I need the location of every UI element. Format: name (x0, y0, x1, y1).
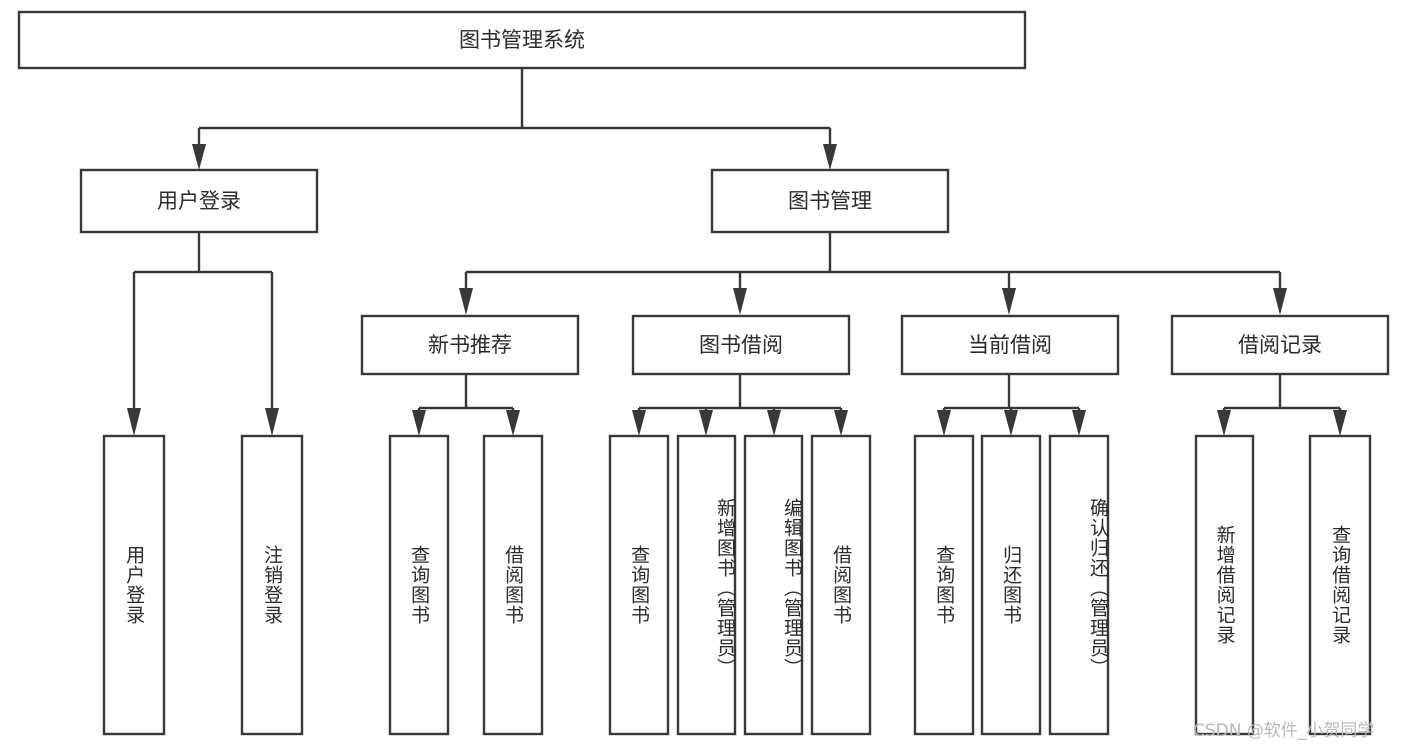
node-current-borrow[interactable]: 当前借阅 (900, 314, 1120, 376)
arrow-to-leaf-query-record (1333, 410, 1347, 436)
arrow-to-leaf-return-book (1004, 410, 1018, 436)
arrow-to-leaf-edit-book (767, 410, 781, 436)
node-book-manage-box[interactable] (710, 168, 950, 234)
leaf-box-query-record[interactable] (1308, 434, 1372, 736)
arrow-to-book-manage (823, 144, 837, 170)
node-new-book-rec-box[interactable] (360, 314, 580, 376)
leaf-box-borrow-book-1[interactable] (482, 434, 544, 736)
node-root[interactable]: 图书管理系统 (17, 10, 1027, 70)
arrow-to-leaf-borrow-book-1 (506, 410, 520, 436)
arrow-to-leaf-confirm-return (1072, 410, 1086, 436)
connector-group (127, 68, 1347, 436)
arrow-to-book-borrow (733, 288, 747, 315)
node-book-borrow-label: 图书借阅 (699, 333, 783, 357)
arrow-to-leaf-query-book-3 (937, 410, 951, 436)
node-book-borrow[interactable]: 图书借阅 (631, 314, 851, 376)
arrow-to-leaf-user-logout (265, 408, 279, 436)
node-borrow-record[interactable]: 借阅记录 (1170, 314, 1390, 376)
arrow-to-leaf-user-login (127, 408, 141, 436)
node-book-manage[interactable]: 图书管理 (710, 168, 950, 234)
arrow-to-leaf-add-book (699, 410, 713, 436)
leaf-box-user-login[interactable] (102, 434, 166, 736)
node-book-borrow-box[interactable] (631, 314, 851, 376)
leaf-box-confirm-return[interactable] (1048, 434, 1110, 736)
arrow-to-user-login (192, 144, 206, 170)
leaf-box-edit-book[interactable] (743, 434, 804, 736)
node-root-label: 图书管理系统 (459, 28, 585, 52)
node-current-borrow-box[interactable] (900, 314, 1120, 376)
arrow-to-new-book-rec (459, 288, 473, 315)
node-borrow-record-box[interactable] (1170, 314, 1390, 376)
node-new-book-rec[interactable]: 新书推荐 (360, 314, 580, 376)
leaf-box-borrow-book-2[interactable] (810, 434, 872, 736)
node-borrow-record-label: 借阅记录 (1238, 333, 1322, 357)
node-user-login[interactable]: 用户登录 (79, 168, 319, 234)
leaf-box-add-book[interactable] (676, 434, 737, 736)
leaf-box-return-book[interactable] (980, 434, 1042, 736)
arrow-to-leaf-query-book-1 (412, 410, 426, 436)
arrow-to-leaf-add-record (1217, 410, 1231, 436)
node-user-login-label: 用户登录 (157, 189, 241, 213)
node-current-borrow-label: 当前借阅 (968, 333, 1052, 357)
node-root-box[interactable] (17, 10, 1027, 70)
leaf-box-query-book-3[interactable] (913, 434, 975, 736)
leaf-box-add-record[interactable] (1194, 434, 1255, 736)
watermark-text: CSDN @软件_小贺同学 (1193, 721, 1375, 741)
arrow-to-current-borrow (1002, 288, 1016, 315)
node-new-book-rec-label: 新书推荐 (428, 333, 512, 357)
node-book-manage-label: 图书管理 (788, 189, 872, 213)
arrow-to-leaf-borrow-book-2 (834, 410, 848, 436)
arrow-to-leaf-query-book-2 (632, 410, 646, 436)
arrow-to-borrow-record (1273, 288, 1287, 315)
leaf-box-query-book-1[interactable] (388, 434, 450, 736)
leaf-box-query-book-2[interactable] (608, 434, 670, 736)
leaf-box-user-logout[interactable] (240, 434, 304, 736)
node-user-login-box[interactable] (79, 168, 319, 234)
